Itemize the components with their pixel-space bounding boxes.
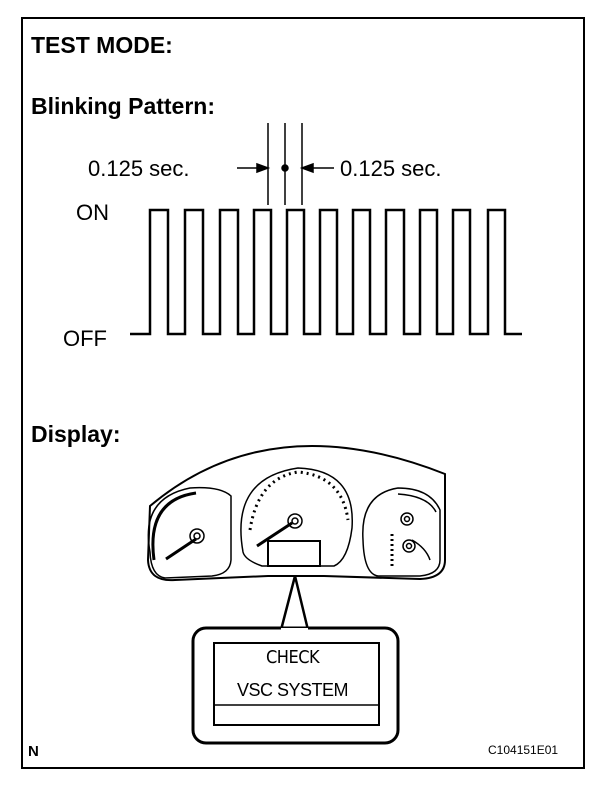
test-mode-heading: TEST MODE: — [31, 32, 173, 58]
interval-markers — [237, 123, 334, 205]
on-level-label: ON — [76, 200, 109, 225]
interval-label-left: 0.125 sec. — [88, 156, 190, 181]
right-gauge — [362, 487, 441, 577]
figure-frame — [21, 17, 585, 769]
callout-pointer — [279, 575, 310, 631]
display-text-line2: VSC SYSTEM — [237, 680, 349, 700]
corner-letter: N — [28, 743, 39, 760]
blinking-pattern-heading: Blinking Pattern: — [31, 93, 216, 119]
interval-label-right: 0.125 sec. — [340, 156, 442, 181]
display-screen — [213, 642, 380, 726]
center-gauge — [240, 467, 353, 567]
blinking-waveform — [130, 208, 522, 336]
display-heading: Display: — [31, 421, 121, 447]
off-level-label: OFF — [63, 326, 107, 351]
cluster-outline — [146, 445, 446, 582]
figure-code: C104151E01 — [488, 743, 559, 757]
instrument-cluster — [146, 445, 446, 745]
display-text-line1: CHECK — [266, 647, 320, 668]
left-gauge — [147, 486, 232, 579]
